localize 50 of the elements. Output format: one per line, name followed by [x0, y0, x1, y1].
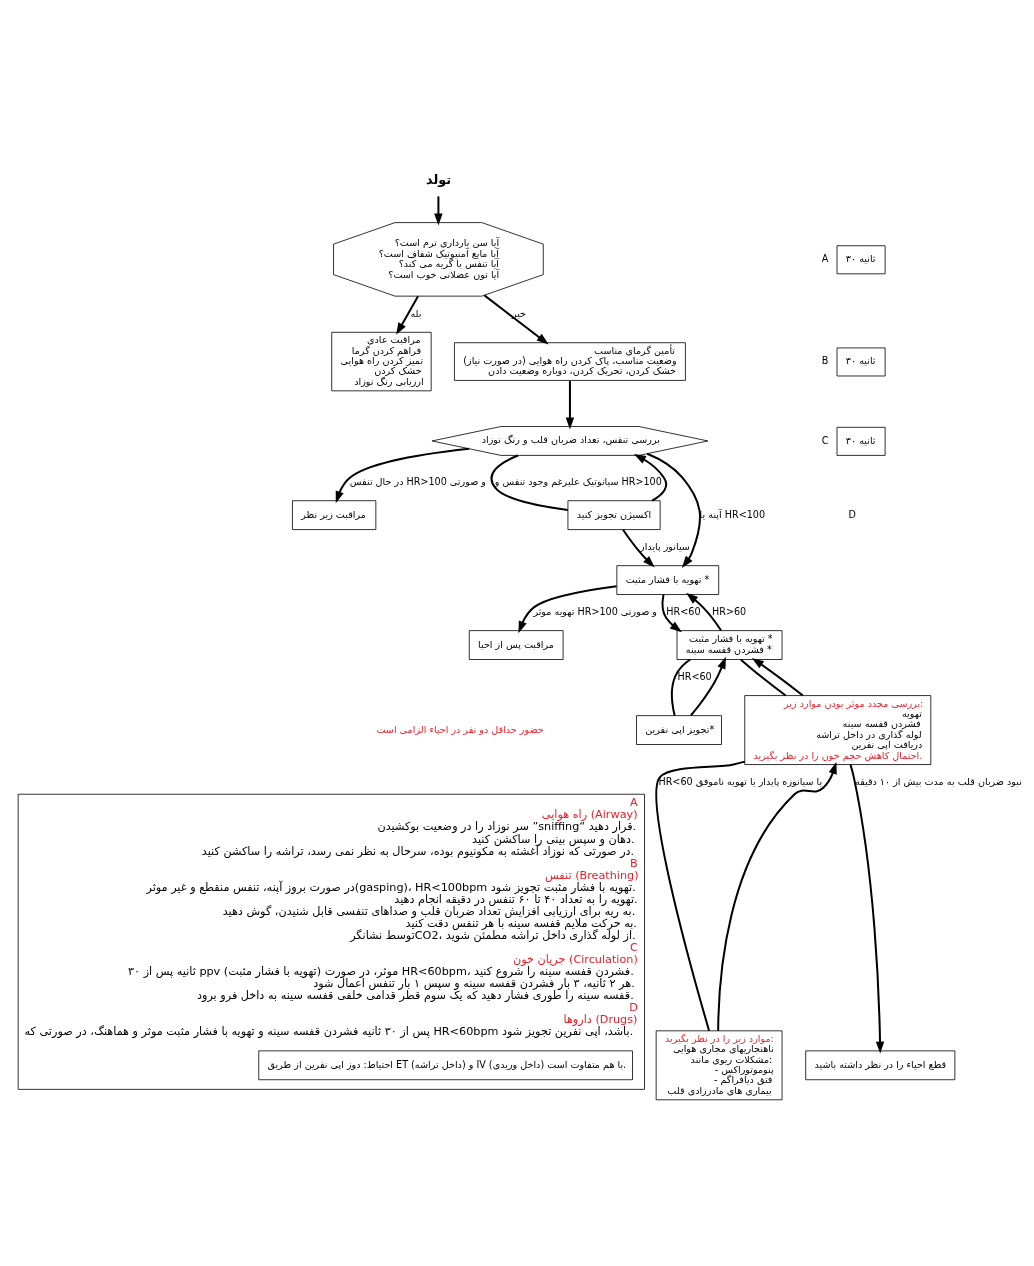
- arrow: [686, 592, 723, 631]
- arrow: [335, 447, 471, 503]
- arrow: [622, 528, 655, 568]
- node-label: C: [821, 434, 829, 446]
- node-box: موارد زیر را در نظر بگیرید: ناهنجاریهای مجاری هوایی مشکلات ریوی مانند: - پنوموتوراکس - فتق دیافراگم بیماری های مادرزادی قلب: [655, 1029, 783, 1100]
- arrow: [396, 294, 419, 335]
- connector: [655, 760, 746, 1032]
- node-box: مراقبت زیر نظر: [292, 499, 377, 530]
- edge-label: HR>60: [712, 605, 747, 617]
- node-box: تجویز اپی نفرین*: [636, 714, 722, 745]
- node-box: احتیاط: دوز اپی نفرین از طریق ET (داخل تراشه) و IV (داخل وریدی) با هم متفاوت است.: [258, 1049, 633, 1080]
- node-label: B: [821, 354, 829, 366]
- edge-label: سیانوز پایدار: [640, 540, 690, 552]
- connector: [739, 658, 787, 696]
- arrow: [434, 194, 443, 226]
- edge-label: HR<60 یا سیانوزه پایدار یا تهویه ناموفق: [658, 775, 823, 787]
- node-text: تولد: [425, 171, 452, 187]
- node-box: تهویه با فشار مثبت * فشردن قفسه سینه *: [676, 629, 783, 660]
- node-box: ۳۰ ثانیه: [836, 244, 886, 274]
- arrow: [518, 584, 618, 633]
- arrow: [633, 453, 668, 502]
- label: D: [848, 508, 856, 520]
- arrow: [646, 452, 702, 568]
- arrow: [689, 656, 726, 716]
- edge-label: در حال تنفس HR>100 و صورتی: [349, 475, 487, 487]
- arrow: [751, 657, 804, 696]
- edge-label: بله: [410, 307, 422, 319]
- connector: [490, 454, 569, 511]
- arrow: [483, 293, 549, 345]
- node-box: بررسی مجدد موثر بودن موارد زیر: تهویه فشردن قفسه سینه لوله گذاری در داخل تراشه دریافت اپی نفرین احتمال کاهش حجم خون را در نظر بگیرید.: [744, 694, 932, 765]
- edge-label: تهویه موثر HR>100 و صورتی: [533, 605, 657, 617]
- node-box: قطع احیاء را در نظر داشته باشید: [805, 1049, 956, 1080]
- node-box: مراقبت عادی فراهم کردن گرما تمیز کردن راه هوایی خشک کردن ارزیابی رنگ نوزاد: [331, 331, 432, 391]
- edge-label: خیر: [511, 307, 527, 319]
- arrow: [565, 379, 575, 429]
- node-box: ۳۰ ثانیه: [836, 347, 886, 376]
- node-box: تأمین گرمای مناسب وضعیت مناسب، پاک کردن راه هوایی (در صورت نیاز) خشک کردن، تحریک کردن، دوباره وضعیت دادن: [454, 341, 686, 381]
- node-box: مراقبت پس از احیا: [468, 629, 564, 660]
- label: حضور حداقل دو نفر در احیاء الزامی است: [376, 723, 544, 735]
- node-label: A: [821, 252, 829, 264]
- edge-label: HR<60: [666, 605, 701, 617]
- node-box: اکسیژن تجویز کنید: [567, 499, 661, 530]
- arrow: [661, 593, 682, 632]
- arrow: [717, 761, 837, 1032]
- edge-label: HR<60: [677, 670, 712, 682]
- node-box: ۳۰ ثانیه: [836, 426, 886, 456]
- edge-label: نبود ضربان قلب به مدت بیش از ۱۰ دقیقه: [854, 775, 1022, 787]
- arrow: [849, 763, 885, 1054]
- node-box: تهویه با فشار مثبت *: [616, 564, 720, 595]
- connector: [670, 658, 692, 717]
